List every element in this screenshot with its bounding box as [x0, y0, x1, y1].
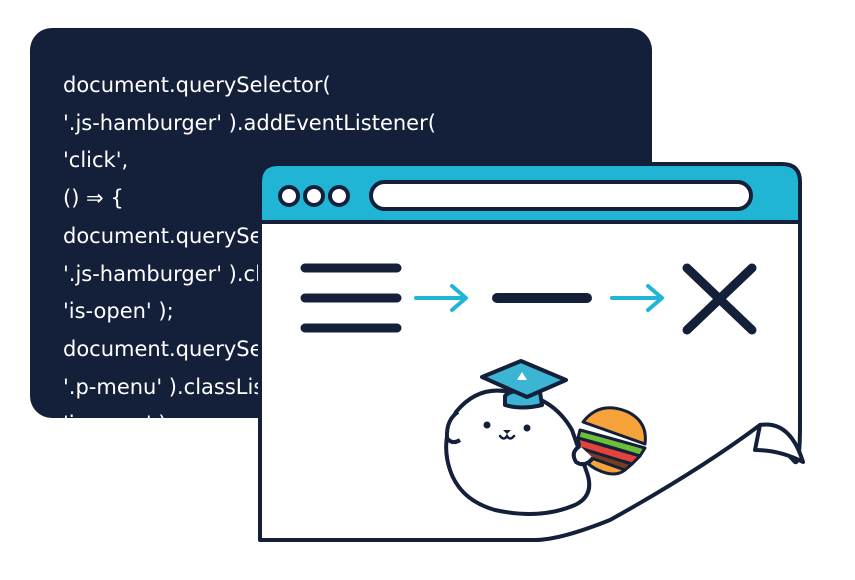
close-icon: [682, 263, 757, 335]
code-line: 'is-open' );: [63, 299, 174, 324]
mascot-eye: [483, 421, 491, 429]
address-bar: [369, 180, 753, 211]
mascot-paw: [571, 444, 595, 467]
page-curl: [753, 422, 805, 464]
code-line: document.querySelector(: [63, 73, 331, 97]
mascot-eye: [523, 424, 531, 432]
graduation-cap-icon: [480, 359, 568, 410]
mascot-mouth: [498, 433, 516, 440]
window-dot-icon: [278, 185, 300, 207]
arrow-right-icon: [414, 284, 468, 312]
window-dot-icon: [303, 185, 325, 207]
code-line: '.js-hamburger' ).addEventListener(: [63, 110, 436, 135]
arrow-right-icon: [610, 284, 664, 312]
mascot-ear: [444, 410, 462, 445]
hamburger-icon: [300, 263, 402, 333]
mascot-nose: [503, 430, 511, 434]
code-line: 'click',: [63, 148, 129, 173]
window-dot-icon: [328, 185, 350, 207]
code-line: () ⇒ {: [63, 186, 124, 211]
code-line: 'is-open' );: [63, 406, 436, 418]
